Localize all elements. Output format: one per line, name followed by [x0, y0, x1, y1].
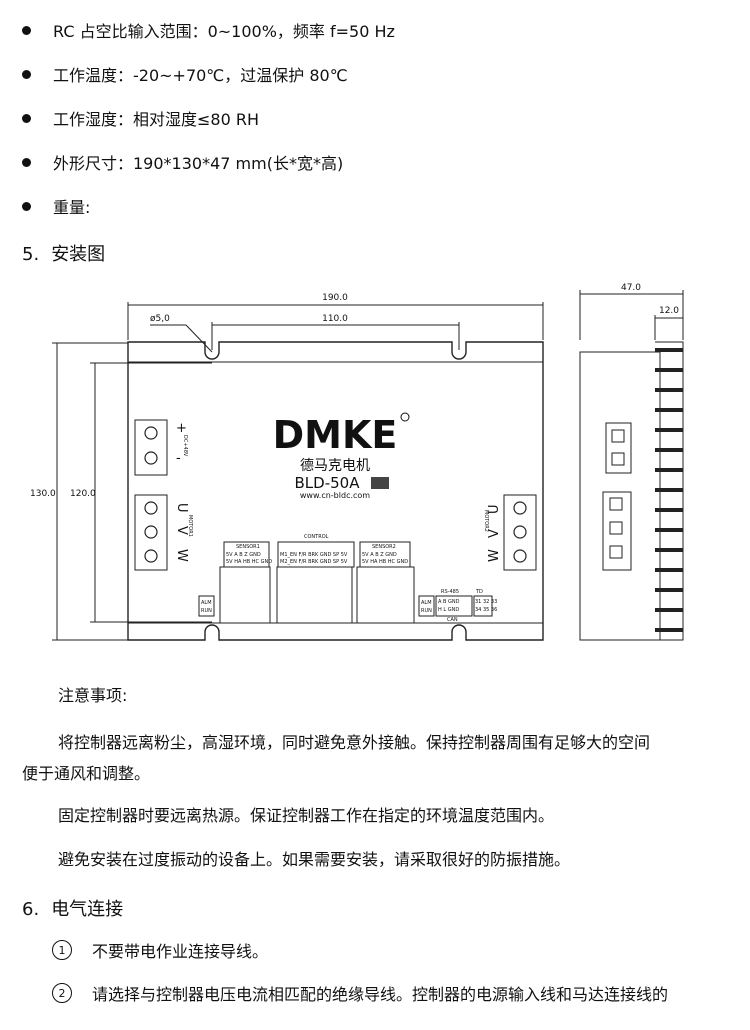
installation-drawing: 190.0 110.0 ø5,0 47.0 12.0 130.0 120.0 D… [30, 283, 684, 641]
bullet-icon [22, 25, 31, 35]
control-pins-b: M2_EN F/R BRK GND SP 5V [280, 559, 348, 565]
dim-hole-spacing: 110.0 [322, 314, 348, 324]
dim-fin: 12.0 [659, 306, 679, 316]
phase-v-right: V [487, 529, 502, 538]
dim-width: 130.0 [30, 489, 56, 499]
phase-w-right: W [487, 549, 502, 562]
rs485-pins-b: H L GND [438, 607, 459, 613]
spec-item: RC 占空比输入范围：0~100%，频率 f=50 Hz [22, 18, 395, 42]
phase-v-left: V [174, 526, 189, 535]
sensor1-pins-b: 5V HA HB HC GND [226, 559, 272, 565]
bullet-icon [22, 113, 31, 123]
plus-label: + [176, 421, 187, 436]
sensor2-pins-b: 5V HA HB HC GND [362, 559, 408, 565]
phase-u-left: U [174, 503, 189, 513]
td-pins-a: 31 32 33 [475, 599, 497, 605]
run-label-left: RUN [201, 608, 212, 614]
motor1-label: MOTOR1 [187, 515, 193, 537]
sensor2-pins-a: 5V A B Z GND [362, 552, 397, 558]
section-heading: 5.安装图 [22, 244, 106, 265]
spec-item: 重量: [22, 194, 90, 218]
run-label-right: RUN [421, 608, 432, 614]
dim-height: 47.0 [621, 283, 641, 293]
td-label: TD [475, 589, 483, 595]
bullet-icon [22, 69, 31, 79]
note-paragraph: 固定控制器时要远离热源。保证控制器工作在指定的环境温度范围内。 [58, 806, 555, 825]
sensor1-pins-a: 5V A B Z GND [226, 552, 261, 558]
brand-cn: 德马克电机 [300, 458, 370, 474]
bullet-icon [22, 157, 31, 167]
model-badge [371, 477, 389, 489]
control-label: CONTROL [304, 534, 329, 540]
can-label: CAN [447, 617, 458, 623]
power-label: DC+48V [182, 435, 188, 457]
minus-label: - [176, 451, 181, 466]
model-name: BLD-50A [295, 474, 361, 492]
wiring-item: 1 不要带电作业连接导线。 [52, 938, 268, 962]
phase-w-left: W [174, 549, 189, 562]
note-paragraph: 将控制器远离粉尘，高湿环境，同时避免意外接触。保持控制器周围有足够大的空间 [58, 733, 651, 752]
circled-number-icon: 2 [52, 983, 72, 1003]
motor2-label: MOTOR2 [483, 510, 489, 532]
bullet-icon [22, 201, 31, 211]
spec-item: 工作湿度：相对湿度≤80 RH [22, 106, 259, 130]
rs485-label: RS-485 [441, 589, 459, 595]
spec-item: 外形尺寸：190*130*47 mm(长*宽*高) [22, 150, 343, 174]
wiring-item: 2 请选择与控制器电压电流相匹配的绝缘导线。控制器的电源输入线和马达连接线的 [52, 981, 668, 1005]
phase-u-right: U [487, 504, 502, 514]
note-paragraph: 避免安装在过度振动的设备上。如果需要安装，请采取很好的防振措施。 [58, 850, 571, 869]
dim-hole-diameter: ø5,0 [150, 314, 170, 324]
control-pins-a: M1_EN F/R BRK GND SP 5V [280, 552, 348, 558]
dim-length: 190.0 [322, 293, 348, 303]
website: www.cn-bldc.com [300, 491, 370, 500]
note-paragraph-cont: 便于通风和调整。 [22, 764, 151, 783]
spec-item: 工作温度：-20~+70℃，过温保护 80℃ [22, 62, 348, 86]
section-heading: 6.电气连接 [22, 899, 124, 920]
rs485-pins-a: A B GND [438, 599, 460, 605]
registered-icon [400, 412, 410, 422]
circled-number-icon: 1 [52, 940, 72, 960]
td-pins-b: 34 35 36 [475, 607, 497, 613]
alm-label-left: ALM [201, 600, 212, 606]
sensor2-label: SENSOR2 [372, 544, 396, 550]
dim-hole-height: 120.0 [70, 489, 96, 499]
notes-title: 注意事项: [58, 686, 128, 705]
sensor1-label: SENSOR1 [236, 544, 260, 550]
alm-label-right: ALM [421, 600, 432, 606]
brand-logo: DMKE [273, 413, 398, 457]
